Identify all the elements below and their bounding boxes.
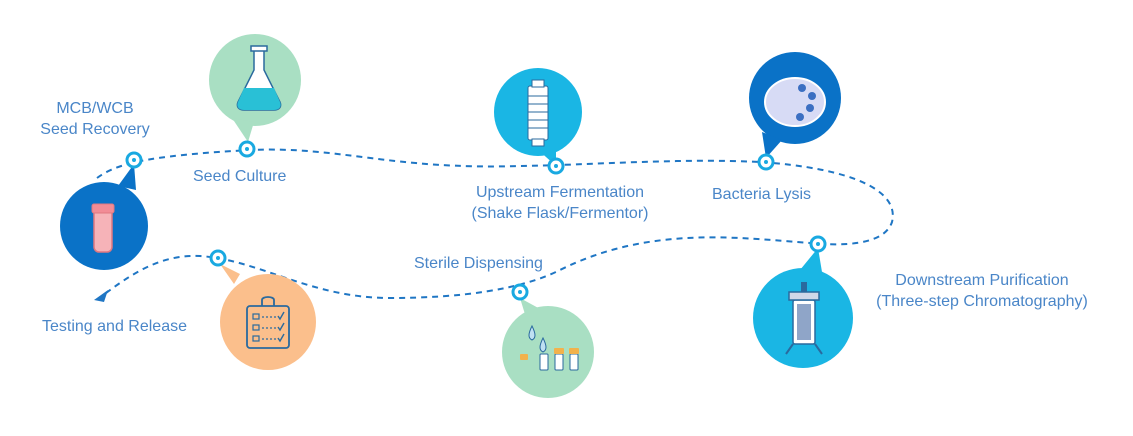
vial-icon — [91, 203, 115, 253]
node-downstream-purification — [809, 235, 827, 253]
bubble-bacteria-lysis — [749, 52, 841, 158]
label-seed-recovery-line1: MCB/WCB — [56, 100, 134, 117]
bacteria-cell-icon — [764, 77, 826, 127]
bubble-testing-release — [220, 264, 316, 370]
checklist-clipboard-icon — [246, 296, 290, 349]
node-seed-recovery — [125, 151, 143, 169]
node-sterile-dispensing — [511, 283, 529, 301]
label-seed-recovery-line2: Seed Recovery — [40, 121, 150, 138]
node-seed-culture — [238, 140, 256, 158]
node-bacteria-lysis — [757, 153, 775, 171]
label-bacteria-lysis: Bacteria Lysis — [712, 186, 811, 203]
node-upstream-fermentation — [547, 157, 565, 175]
bubble-seed-recovery — [60, 164, 148, 270]
label-upstream-fermentation-line2: (Shake Flask/Fermentor) — [471, 205, 649, 222]
flask-icon — [236, 45, 282, 111]
label-upstream-fermentation: Upstream Fermentation (Shake Flask/Ferme… — [440, 182, 680, 224]
label-sterile-dispensing: Sterile Dispensing — [414, 255, 543, 272]
arrow-head — [94, 290, 108, 302]
label-seed-culture: Seed Culture — [193, 168, 287, 185]
bubble-downstream-purification — [753, 248, 853, 368]
label-downstream-purification: Downstream Purification (Three-step Chro… — [852, 270, 1112, 312]
chromatography-column-icon — [785, 282, 823, 355]
label-downstream-purification-line1: Downstream Purification — [895, 272, 1069, 289]
label-upstream-fermentation-line1: Upstream Fermentation — [475, 184, 645, 201]
label-testing-release: Testing and Release — [42, 318, 187, 335]
label-seed-recovery: MCB/WCB Seed Recovery — [20, 98, 170, 140]
bubble-sterile-dispensing — [502, 298, 594, 398]
node-testing-release — [209, 249, 227, 267]
fermentor-icon — [527, 79, 549, 147]
label-downstream-purification-line2: (Three-step Chromatography) — [876, 293, 1088, 310]
bubble-upstream-fermentation — [494, 68, 582, 166]
dispensing-vials-icon — [520, 324, 579, 371]
bubble-seed-culture — [209, 34, 301, 142]
